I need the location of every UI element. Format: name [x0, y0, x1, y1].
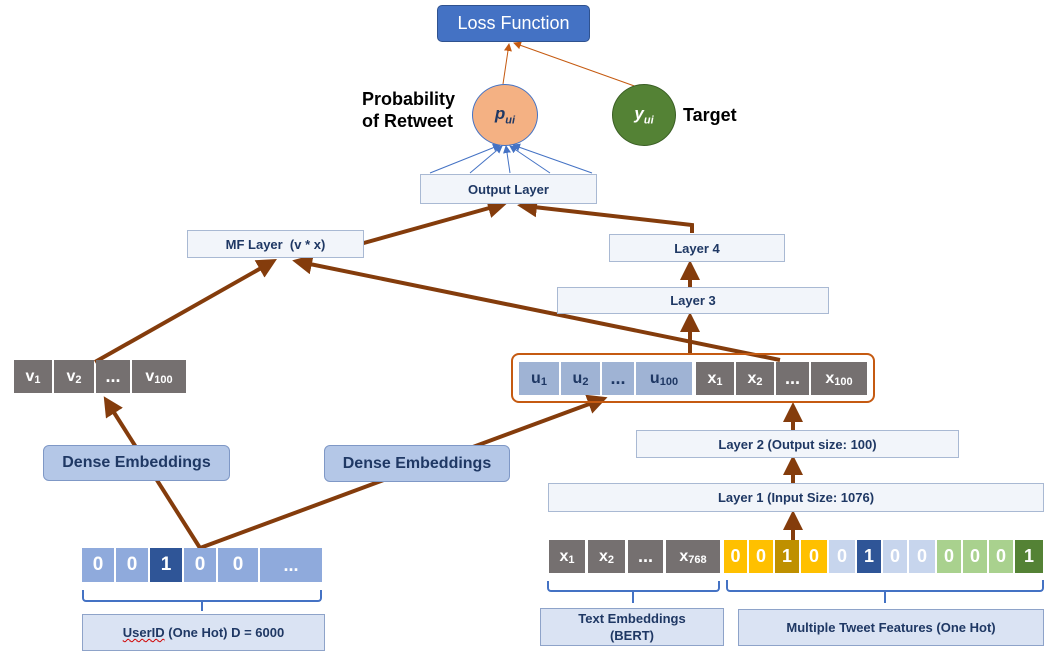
- layer3-box: Layer 3: [557, 287, 829, 314]
- userid-cell: 0: [116, 548, 148, 582]
- probability-label-line1: Probability: [362, 89, 456, 109]
- output-layer-box: Output Layer: [420, 174, 597, 204]
- loss-function-box: Loss Function: [437, 5, 590, 42]
- target-symbol: yui: [634, 103, 654, 127]
- layer1-box: Layer 1 (Input Size: 1076): [548, 483, 1044, 512]
- userid-cell: 0: [184, 548, 216, 582]
- userid-brace-tick: [201, 601, 203, 611]
- layer4-box: Layer 4: [609, 234, 785, 262]
- dense-embeddings-right: Dense Embeddings: [324, 445, 510, 482]
- dense-embeddings-left: Dense Embeddings: [43, 445, 230, 481]
- probability-node: pui: [472, 84, 538, 146]
- probability-symbol: pui: [494, 103, 516, 127]
- dense-embeddings-right-label: Dense Embeddings: [342, 454, 492, 472]
- mf-layer-box: MF Layer (v * x): [187, 230, 364, 258]
- userid-label-box: UserID (One Hot) D = 6000: [82, 614, 325, 651]
- userid-cell: 0: [82, 548, 114, 582]
- layer3-label: Layer 3: [670, 293, 716, 308]
- text-embeddings-label-box: Text Embeddings (BERT): [540, 608, 724, 646]
- arrow-output-to-prob-3: [503, 145, 511, 174]
- arrow-prob-to-loss: [502, 43, 512, 85]
- userid-cell: 0: [218, 548, 258, 582]
- arrow-layer4-to-output: [517, 197, 694, 233]
- tweet-feature-cell: 0: [989, 540, 1013, 573]
- dense-embeddings-left-label: Dense Embeddings: [62, 454, 211, 471]
- arrow-output-to-prob-2: [469, 145, 503, 174]
- layer2-label: Layer 2 (Output size: 100): [718, 436, 877, 452]
- tweet-features-label-box: Multiple Tweet Features (One Hot): [738, 609, 1044, 646]
- text-embeddings-label-line1: Text Embeddings: [578, 611, 686, 626]
- arrow-output-to-prob-5: [512, 143, 593, 174]
- arrow-target-to-loss: [513, 41, 641, 89]
- text-embeddings-brace-tick: [632, 591, 634, 603]
- tweet-feature-cell: 0: [909, 540, 935, 573]
- tweet-feature-cell: 0: [749, 540, 773, 573]
- userid-label: UserID (One Hot) D = 6000: [122, 625, 285, 640]
- concat-x-cell: ...: [776, 362, 809, 395]
- tweet-feature-cell: 0: [829, 540, 855, 573]
- arrow-concat-to-mf: [292, 254, 781, 362]
- loss-function-label: Loss Function: [457, 13, 570, 33]
- userid-cell: ...: [260, 548, 322, 582]
- tweet-feature-cell: 1: [775, 540, 799, 573]
- text-embeddings-label-line2: (BERT): [609, 628, 655, 643]
- user-vector-cell: ...: [96, 360, 130, 393]
- tweet-feature-cell: 1: [1015, 540, 1043, 573]
- concat-vector-frame: [511, 353, 875, 403]
- layer1-label: Layer 1 (Input Size: 1076): [717, 490, 875, 505]
- arrow-output-to-prob-4: [509, 145, 551, 174]
- tweet-feature-cell: 0: [724, 540, 747, 573]
- concat-u-cell: ...: [602, 362, 634, 395]
- text-embedding-cell: ...: [628, 540, 663, 573]
- arrow-uservec-to-mf: [94, 259, 277, 364]
- arrow-mf-to-output: [352, 198, 508, 248]
- tweet-feature-cell: 0: [801, 540, 827, 573]
- tweet-feature-cell: 0: [883, 540, 907, 573]
- layer4-label: Layer 4: [674, 240, 720, 256]
- probability-label: Probability of Retweet: [362, 88, 455, 132]
- tweet-feature-cell: 1: [857, 540, 881, 573]
- mf-layer-label: MF Layer (v * x): [225, 236, 326, 252]
- arrow-output-to-prob-1: [429, 143, 501, 174]
- tweet-feature-cell: 0: [937, 540, 961, 573]
- tweet-features-brace-tick: [884, 591, 886, 603]
- output-layer-label: Output Layer: [468, 181, 549, 197]
- userid-cell: 1: [150, 548, 182, 582]
- probability-label-line2: of Retweet: [362, 111, 454, 131]
- tweet-features-label: Multiple Tweet Features (One Hot): [786, 620, 996, 635]
- target-label: Target: [683, 105, 737, 125]
- target-node: yui: [612, 84, 676, 146]
- layer2-box: Layer 2 (Output size: 100): [636, 430, 959, 458]
- tweet-feature-cell: 0: [963, 540, 987, 573]
